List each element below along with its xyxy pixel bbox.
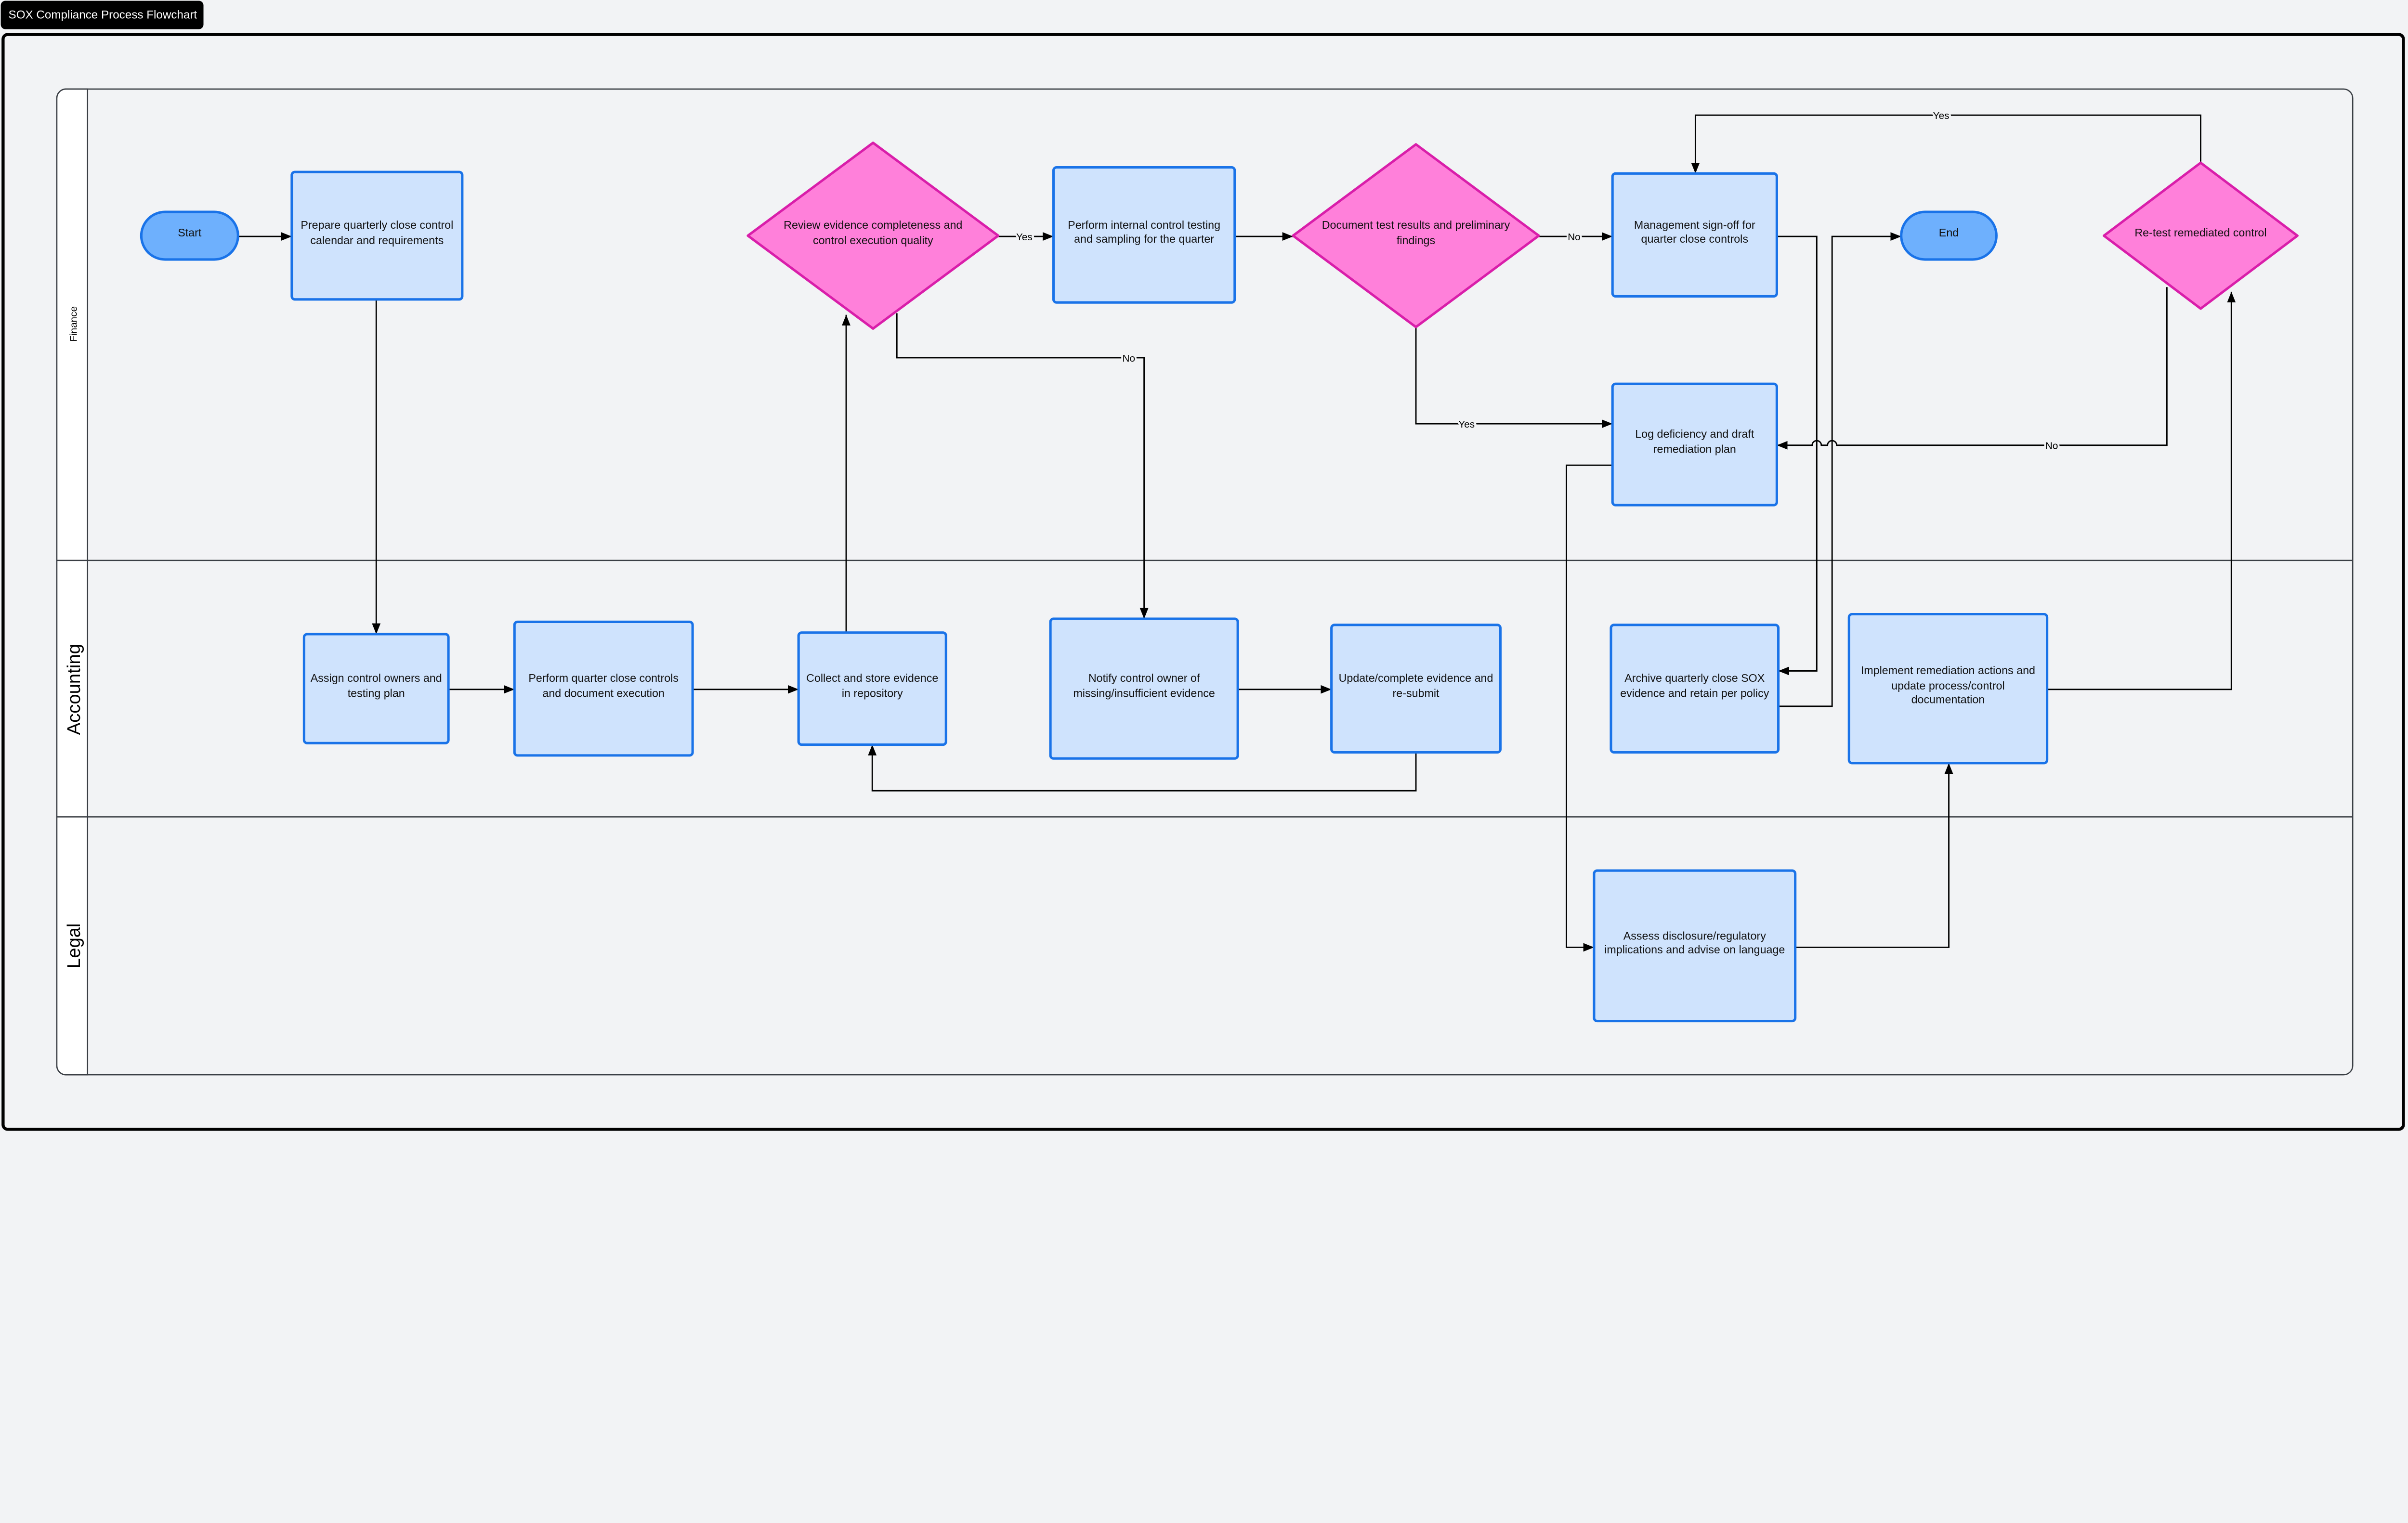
node-label: Perform internal control testing and sam… — [1068, 217, 1221, 246]
node-testing[interactable]: Perform internal control testing and sam… — [1052, 166, 1236, 304]
node-label: Re-test remediated control — [2134, 225, 2267, 239]
process-box[interactable] — [1610, 624, 1780, 754]
edge-document-to-log[interactable] — [1415, 327, 1613, 429]
node-review[interactable]: Review evidence completeness and control… — [746, 142, 1000, 330]
diagram-title: SOX Compliance Process Flowchart — [8, 8, 197, 22]
edge-log-to-assess[interactable] — [1566, 464, 1613, 952]
process-box[interactable] — [1330, 624, 1502, 754]
decision-diamond[interactable] — [2103, 161, 2299, 310]
process-box[interactable] — [1611, 382, 1778, 507]
process-box[interactable] — [1052, 166, 1236, 304]
node-label: Review evidence completeness and control… — [784, 218, 963, 247]
edge-update-to-collect[interactable] — [868, 744, 1417, 792]
node-label: Management sign-off for quarter close co… — [1634, 217, 1755, 246]
node-start[interactable]: Start — [140, 210, 239, 261]
edge-retest-to-signoff[interactable] — [1691, 114, 2201, 174]
node-end[interactable]: End — [1900, 210, 1998, 261]
process-box[interactable] — [290, 170, 464, 301]
process-box[interactable] — [797, 631, 947, 746]
node-implement[interactable]: Implement remediation actions and update… — [1847, 612, 2049, 765]
lane-label-legal: Legal — [64, 923, 84, 968]
node-label: Start — [178, 225, 202, 239]
edge-label: Yes — [1458, 419, 1475, 430]
node-signoff[interactable]: Management sign-off for quarter close co… — [1611, 172, 1778, 298]
edge-label: Yes — [1016, 232, 1033, 243]
node-archive[interactable]: Archive quarterly close SOX evidence and… — [1610, 624, 1780, 754]
edge-label: No — [2045, 441, 2058, 452]
flowchart-canvas: SOX Compliance Process Flowchart Finance… — [0, 0, 2405, 1131]
node-collect[interactable]: Collect and store evidence in repository — [797, 631, 947, 746]
node-label: Assign control owners and testing plan — [310, 671, 442, 700]
node-label: Perform quarter close controls and docum… — [528, 671, 679, 700]
node-log[interactable]: Log deficiency and draft remediation pla… — [1611, 382, 1778, 507]
process-box[interactable] — [1593, 869, 1797, 1023]
node-assign[interactable]: Assign control owners and testing plan — [302, 633, 450, 744]
node-label: Implement remediation actions and update… — [1860, 664, 2036, 707]
lane-label-finance: Finance — [68, 306, 79, 342]
node-label: Assess disclosure/regulatory implication… — [1604, 928, 1785, 957]
edge-assess-to-implement[interactable] — [1795, 763, 1953, 948]
node-label: Collect and store evidence in repository — [806, 671, 939, 700]
node-label: Archive quarterly close SOX evidence and… — [1620, 671, 1769, 700]
node-retest[interactable]: Re-test remediated control — [2103, 161, 2299, 310]
process-box[interactable] — [1049, 617, 1239, 760]
node-close[interactable]: Perform quarter close controls and docum… — [513, 620, 694, 757]
node-label: Prepare quarterly close control calendar… — [301, 218, 454, 247]
edge-retest-to-log[interactable] — [1777, 287, 2168, 450]
terminator-shape[interactable] — [1900, 210, 1998, 261]
decision-diamond[interactable] — [1292, 143, 1540, 328]
edge-signoff-to-archive[interactable] — [1777, 235, 1818, 676]
process-box[interactable] — [513, 620, 694, 757]
process-box[interactable] — [1611, 172, 1778, 298]
node-assess[interactable]: Assess disclosure/regulatory implication… — [1593, 869, 1797, 1023]
node-prepare[interactable]: Prepare quarterly close control calendar… — [290, 170, 464, 301]
edge-review-to-notify[interactable] — [896, 313, 1149, 619]
swimlane-pool: Finance Accounting Legal — [56, 88, 2354, 1076]
node-notify[interactable]: Notify control owner of missing/insuffic… — [1049, 617, 1239, 760]
edge-implement-to-retest[interactable] — [2047, 291, 2236, 690]
node-label: Notify control owner of missing/insuffic… — [1073, 671, 1215, 700]
node-label: Log deficiency and draft remediation pla… — [1635, 427, 1754, 456]
process-box[interactable] — [302, 633, 450, 744]
lane-label-accounting: Accounting — [64, 644, 84, 735]
edge-label: Yes — [1933, 110, 1950, 121]
node-label: End — [1938, 225, 1959, 239]
terminator-shape[interactable] — [140, 210, 239, 261]
edge-label: No — [1122, 353, 1135, 364]
nodes-layer: Start Prepare quarterly close control cal… — [140, 142, 2299, 1023]
node-document[interactable]: Document test results and preliminary fi… — [1292, 143, 1540, 328]
node-label: Document test results and preliminary fi… — [1322, 218, 1510, 247]
node-update[interactable]: Update/complete evidence and re-submit — [1330, 624, 1502, 754]
title-badge: SOX Compliance Process Flowchart — [0, 0, 204, 29]
process-box[interactable] — [1847, 612, 2049, 765]
edge-archive-to-end[interactable] — [1778, 232, 1901, 707]
edge-label: No — [1568, 232, 1581, 243]
edges-layer — [238, 114, 2236, 952]
node-label: Update/complete evidence and re-submit — [1338, 671, 1493, 700]
decision-diamond[interactable] — [746, 142, 1000, 330]
